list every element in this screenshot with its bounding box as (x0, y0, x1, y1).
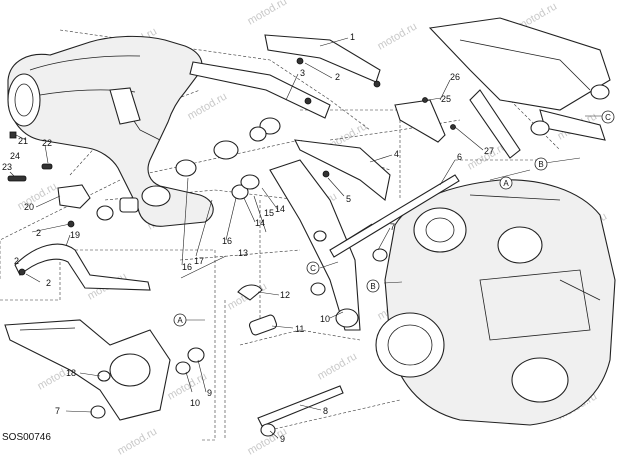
part-number-12: 12 (280, 290, 290, 300)
watermark: motod.ru (16, 180, 60, 212)
callout-letter: C (605, 113, 611, 122)
watermark: motod.ru (316, 350, 360, 382)
callout-circle (366, 279, 380, 293)
bolts (7, 57, 456, 276)
callout-circle (499, 176, 513, 190)
part-number-5: 5 (346, 194, 351, 204)
part-number-3: 3 (300, 68, 305, 78)
leader-lines (9, 37, 484, 439)
callout-circle (601, 110, 615, 124)
callout-c: C (601, 110, 615, 124)
part-number-18: 18 (66, 368, 76, 378)
part-number-16: 16 (182, 262, 192, 272)
part-number-22: 22 (42, 138, 52, 148)
part-number-19: 19 (70, 230, 80, 240)
part-number-14: 14 (255, 218, 265, 228)
callout-arrows (185, 115, 602, 321)
callout-a: A (499, 176, 513, 190)
part-number-10: 10 (190, 398, 200, 408)
part-number-1: 1 (350, 32, 355, 42)
watermark: motod.ru (186, 90, 230, 122)
part-number-10: 10 (320, 314, 330, 324)
callout-a: A (173, 313, 187, 327)
part-number-2: 2 (14, 256, 19, 266)
watermark: motod.ru (246, 0, 290, 28)
engine-block (375, 179, 616, 426)
diagram-code: SOS00746 (2, 432, 51, 443)
part-number-26: 26 (450, 72, 460, 82)
part-number-21: 21 (18, 136, 28, 146)
callout-circle (534, 157, 548, 171)
frame-plate (269, 159, 361, 331)
part-number-13: 13 (238, 248, 248, 258)
part-number-8: 8 (323, 406, 328, 416)
bushings-spacers (90, 117, 388, 437)
shafts (257, 174, 460, 427)
part-number-7: 7 (55, 406, 60, 416)
callout-circle (306, 261, 320, 275)
part-number-27: 27 (484, 146, 494, 156)
footpeg-bracket (4, 319, 171, 421)
part-number-11: 11 (295, 324, 304, 334)
watermark: motod.ru (116, 425, 160, 457)
callout-b: B (366, 279, 380, 293)
part-number-2: 2 (335, 72, 340, 82)
part-number-9: 9 (207, 388, 212, 398)
callout-c: C (306, 261, 320, 275)
rear-subframe (428, 17, 611, 159)
callout-letter: B (370, 282, 375, 291)
part-number-4: 4 (394, 149, 399, 159)
callout-letter: C (310, 264, 316, 273)
part-number-23: 23 (2, 162, 12, 172)
chain-guard-top (189, 34, 446, 201)
part-number-25: 25 (441, 94, 451, 104)
part-number-7: 7 (390, 222, 395, 232)
part-number-2: 2 (36, 228, 41, 238)
part-number-16: 16 (222, 236, 232, 246)
bracket-20 (57, 184, 91, 209)
part-number-9: 9 (280, 434, 285, 444)
part-number-2: 2 (46, 278, 51, 288)
part-number-14: 14 (275, 204, 285, 214)
swingarm (7, 35, 239, 227)
callout-b: B (534, 157, 548, 171)
callout-circle (173, 313, 187, 327)
callout-letter: B (538, 160, 543, 169)
chain-guard-lower (14, 243, 151, 291)
watermark: motod.ru (376, 20, 420, 52)
part-number-17: 17 (194, 256, 204, 266)
part-number-6: 6 (457, 152, 462, 162)
callout-letter: A (503, 179, 509, 188)
part-number-15: 15 (264, 208, 274, 218)
part-number-20: 20 (24, 202, 34, 212)
part-number-24: 24 (10, 151, 20, 161)
callout-letter: A (177, 316, 183, 325)
callout-letter-markers: A A B B C C (173, 110, 615, 327)
